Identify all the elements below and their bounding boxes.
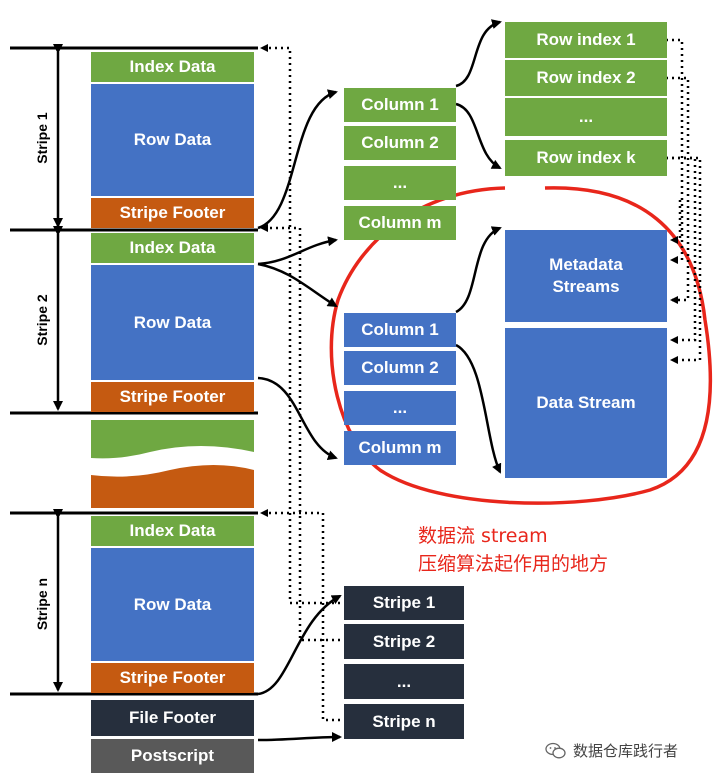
footer-stripe-n: Stripe n	[344, 704, 464, 739]
stripe-2-row-data: Row Data	[91, 265, 254, 380]
stripe-n-index-data: Index Data	[91, 516, 254, 546]
stripe-2-label: Stripe 2	[34, 294, 50, 346]
footer-stripe-1: Stripe 1	[344, 586, 464, 620]
footer-stripe-ellipsis: ...	[344, 664, 464, 699]
stripe-1-stripe-footer: Stripe Footer	[91, 198, 254, 228]
stripe-n-stripe-footer: Stripe Footer	[91, 663, 254, 693]
stripe-1-row-data: Row Data	[91, 84, 254, 196]
file-footer: File Footer	[91, 700, 254, 736]
stripe-gap-shapes	[91, 420, 254, 508]
data-stream: Data Stream	[505, 328, 667, 478]
green-column-1: Column 1	[344, 88, 456, 122]
row-index-k: Row index k	[505, 140, 667, 176]
green-column-ellipsis: ...	[344, 166, 456, 200]
metadata-streams: Metadata Streams	[505, 230, 667, 322]
annotation-line-1: 数据流 stream	[418, 525, 548, 547]
watermark-text: 数据仓库践行者	[573, 742, 679, 760]
green-column-m: Column m	[344, 206, 456, 240]
stripe-2-stripe-footer: Stripe Footer	[91, 382, 254, 412]
row-index-ellipsis: ...	[505, 98, 667, 136]
wechat-icon	[545, 742, 566, 758]
row-index-2: Row index 2	[505, 60, 667, 96]
annotation-line-2: 压缩算法起作用的地方	[418, 553, 609, 575]
postscript: Postscript	[91, 739, 254, 773]
watermark: 数据仓库践行者	[545, 740, 678, 761]
solid-arrows	[257, 19, 502, 743]
stripe-boundary-lines	[10, 46, 258, 696]
green-column-2: Column 2	[344, 126, 456, 160]
row-index-1: Row index 1	[505, 22, 667, 58]
stripe-n-label: Stripe n	[34, 577, 50, 631]
blue-column-m: Column m	[344, 431, 456, 465]
blue-column-2: Column 2	[344, 351, 456, 385]
stripe-2-index-data: Index Data	[91, 233, 254, 263]
stripe-n-row-data: Row Data	[91, 548, 254, 661]
stripe-1-index-data: Index Data	[91, 52, 254, 82]
dotted-arrows	[260, 38, 702, 722]
blue-column-1: Column 1	[344, 313, 456, 347]
footer-stripe-2: Stripe 2	[344, 624, 464, 659]
blue-column-ellipsis: ...	[344, 391, 456, 425]
stripe-1-label: Stripe 1	[34, 112, 50, 164]
